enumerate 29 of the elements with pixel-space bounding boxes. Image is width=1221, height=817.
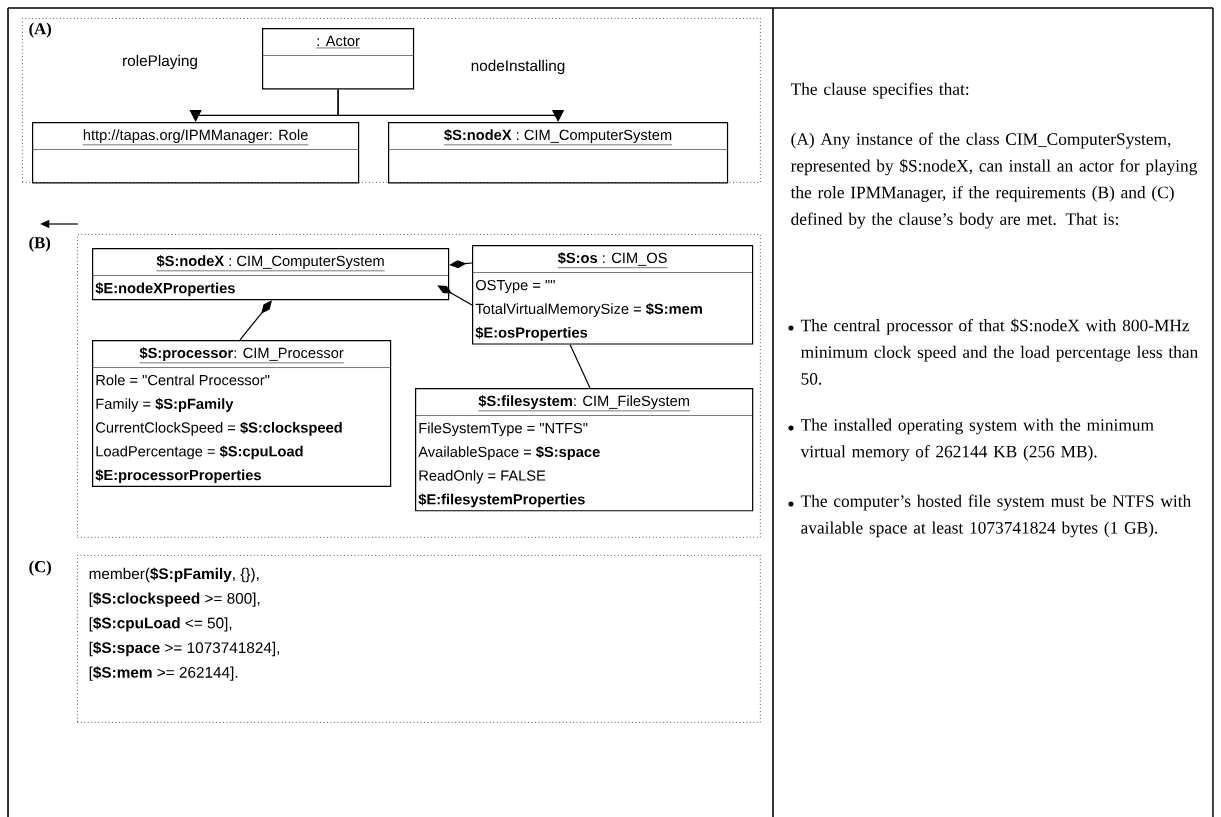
class-box: $S:filesystem: CIM_FileSystem FileSystemType = "NTFS" AvailableSpace = $S:space ReadOnly = FALSE $E:filesystemProperties <box>415 388 754 512</box>
class-box: http://tapas.org/IPMManager: Role <box>32 122 360 184</box>
connector <box>337 88 565 122</box>
dashed-panel <box>29 234 761 538</box>
code-line: [$S:mem >= 262144]. <box>89 666 238 681</box>
code-line: member($S:pFamily, {}), <box>89 567 259 583</box>
panel-label: (B) <box>29 236 51 252</box>
dashed-panel <box>29 555 761 723</box>
panel-label: (A) <box>29 22 51 38</box>
class-box: $S:processor: CIM_Processor Role = "Central Processor" Family = $S:pFamily CurrentClockSpeed = $S:clockspeed LoadPercentage = $S:cpuLoad $E:processorProperties <box>92 340 392 488</box>
class-box: : Actor <box>262 28 415 90</box>
class-box: $S:nodeX : CIM_ComputerSystem <box>388 122 729 184</box>
clause-text: The clause specifies that: <box>790 82 969 99</box>
connector <box>437 285 473 306</box>
code-line: [$S:clockspeed >= 800], <box>89 592 260 607</box>
edge-label: nodeInstalling <box>471 59 565 75</box>
clause-text: The computer’s hosted file system must be NTFS with available space at least 1073741824 bytes (1 GB). <box>800 494 1191 538</box>
connector <box>239 300 272 341</box>
code-line: [$S:space >= 1073741824], <box>89 641 279 657</box>
code-line: [$S:cpuLoad <= 50], <box>89 616 232 632</box>
connector <box>569 344 591 389</box>
clause-text: The central processor of that $S:nodeX with 800-MHz minimum clock speed and the load percentage less than 50. <box>800 318 1198 385</box>
class-box: $S:nodeX : CIM_ComputerSystem $E:nodeXProperties <box>92 248 450 301</box>
dashed-panel <box>22 18 761 183</box>
clause-text: The installed operating system with the minimum virtual memory of 262144 KB (256 MB). <box>800 418 1154 462</box>
panel-label: (C) <box>29 560 51 576</box>
class-box: $S:os : CIM_OS OSType = "" TotalVirtualMemorySize = $S:mem $E:osProperties <box>472 245 754 345</box>
clause-text: (A) Any instance of the class CIM_ComputerSystem, represented by $S:nodeX, can install an actor for playing the role IPMManager, if the requirements (B) and (C) defined by the clause’s body are met. That is: <box>790 132 1198 229</box>
edge-label: rolePlaying <box>123 54 197 70</box>
